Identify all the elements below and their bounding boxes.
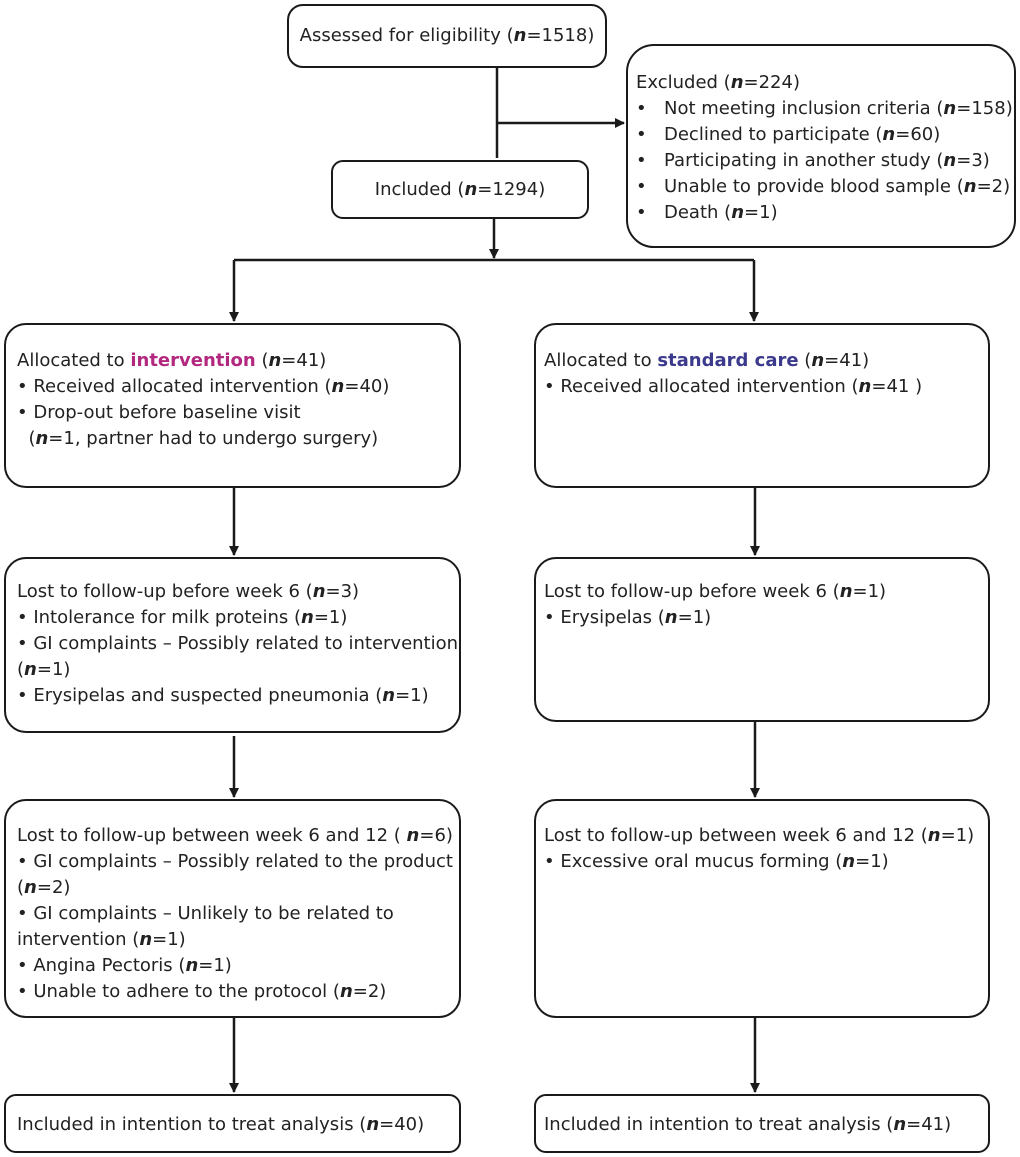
intervention-lost-week12-line: (n=2) bbox=[17, 877, 71, 898]
intervention-allocated-line: • Drop-out before baseline visit bbox=[17, 402, 301, 423]
intervention-lost-week6-line: Lost to follow-up before week 6 (n=3) bbox=[17, 581, 360, 602]
standard-allocated-line: • Received allocated intervention (n=41 … bbox=[544, 376, 923, 397]
excluded-box: Excluded (n=224) •Not meeting inclusion … bbox=[626, 44, 1016, 248]
intervention-lost-week6-line: • Intolerance for milk proteins (n=1) bbox=[17, 607, 348, 628]
excluded-item: •Death (n=1) bbox=[636, 202, 778, 223]
intervention-lost-week6-line: (n=1) bbox=[17, 659, 71, 680]
intervention-lost-week12-box: Lost to follow-up between week 6 and 12 … bbox=[4, 799, 461, 1018]
intervention-lost-week12-line: • GI complaints – Unlikely to be related… bbox=[17, 903, 394, 924]
standard-itt-text: Included in intention to treat analysis … bbox=[544, 1114, 952, 1135]
intervention-lost-week6-line: • GI complaints – Possibly related to in… bbox=[17, 633, 459, 654]
intervention-lost-week12-line: • Angina Pectoris (n=1) bbox=[17, 955, 232, 976]
excluded-title: Excluded (n=224) bbox=[636, 72, 800, 93]
excluded-item: •Declined to participate (n=60) bbox=[636, 124, 941, 145]
standard-allocated-box: Allocated to standard care (n=41) • Rece… bbox=[534, 323, 990, 488]
intervention-allocated-line: • Received allocated intervention (n=40) bbox=[17, 376, 390, 397]
excluded-item: •Participating in another study (n=3) bbox=[636, 150, 990, 171]
assessed-text: Assessed for eligibility (n=1518) bbox=[299, 25, 595, 46]
standard-lost-week6-line: • Erysipelas (n=1) bbox=[544, 607, 712, 628]
standard-care-group-label: standard care bbox=[657, 350, 799, 371]
standard-allocated-title: Allocated to standard care (n=41) bbox=[544, 350, 870, 371]
assessed-box: Assessed for eligibility (n=1518) bbox=[287, 4, 607, 68]
intervention-lost-week12-line: • GI complaints – Possibly related to th… bbox=[17, 851, 453, 872]
intervention-lost-week6-line: • Erysipelas and suspected pneumonia (n=… bbox=[17, 685, 429, 706]
intervention-itt-box: Included in intention to treat analysis … bbox=[4, 1094, 461, 1153]
intervention-lost-week12-line: • Unable to adhere to the protocol (n=2) bbox=[17, 981, 387, 1002]
intervention-itt-text: Included in intention to treat analysis … bbox=[17, 1114, 425, 1135]
excluded-item: •Not meeting inclusion criteria (n=158) bbox=[636, 98, 1013, 119]
intervention-lost-week12-line: Lost to follow-up between week 6 and 12 … bbox=[17, 825, 453, 846]
standard-itt-box: Included in intention to treat analysis … bbox=[534, 1094, 990, 1153]
standard-lost-week12-box: Lost to follow-up between week 6 and 12 … bbox=[534, 799, 990, 1018]
intervention-lost-week6-box: Lost to follow-up before week 6 (n=3) • … bbox=[4, 557, 461, 733]
standard-lost-week12-line: • Excessive oral mucus forming (n=1) bbox=[544, 851, 889, 872]
intervention-group-label: intervention bbox=[130, 350, 256, 371]
intervention-allocated-title: Allocated to intervention (n=41) bbox=[17, 350, 327, 371]
intervention-lost-week12-line: intervention (n=1) bbox=[17, 929, 186, 950]
excluded-item: •Unable to provide blood sample (n=2) bbox=[636, 176, 1011, 197]
standard-lost-week6-line: Lost to follow-up before week 6 (n=1) bbox=[544, 581, 887, 602]
included-box: Included (n=1294) bbox=[331, 160, 589, 219]
intervention-allocated-line: (n=1, partner had to undergo surgery) bbox=[17, 428, 379, 449]
included-text: Included (n=1294) bbox=[374, 178, 546, 200]
intervention-allocated-box: Allocated to intervention (n=41) • Recei… bbox=[4, 323, 461, 488]
standard-lost-week6-box: Lost to follow-up before week 6 (n=1) • … bbox=[534, 557, 990, 722]
standard-lost-week12-line: Lost to follow-up between week 6 and 12 … bbox=[544, 825, 975, 846]
